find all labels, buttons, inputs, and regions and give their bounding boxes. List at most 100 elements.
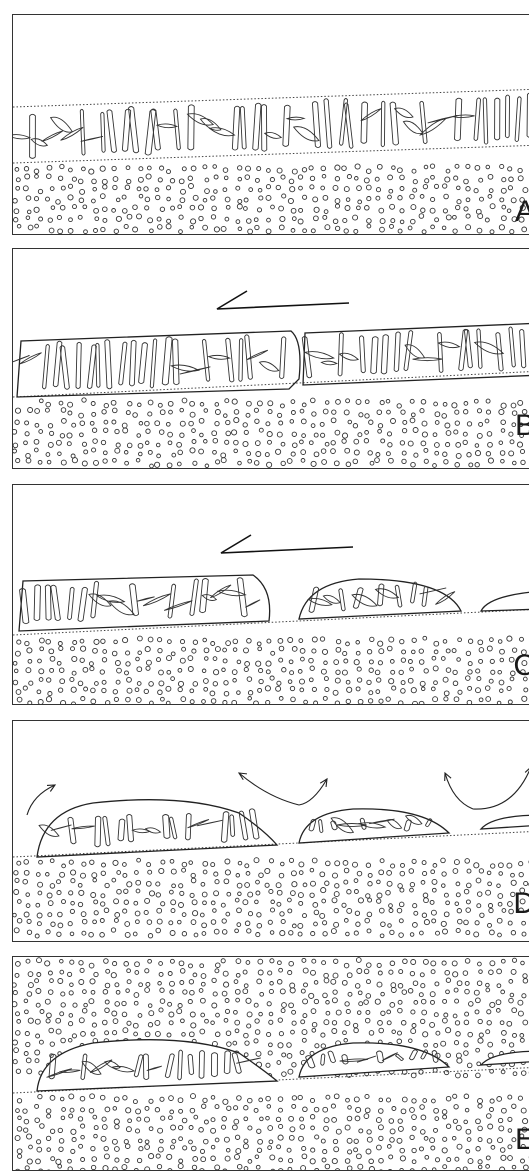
sediment-grain <box>117 889 122 894</box>
column-joint <box>127 814 134 841</box>
sediment-grain <box>364 439 368 443</box>
sediment-grain <box>422 1010 427 1015</box>
sediment-grain <box>179 1137 183 1141</box>
sediment-grain <box>24 999 28 1003</box>
sediment-grain <box>302 1030 307 1035</box>
sediment-grain <box>456 443 461 448</box>
sediment-grain <box>247 1012 252 1017</box>
column-joint <box>344 103 352 148</box>
sediment-grain <box>13 983 16 987</box>
sediment-grain <box>278 639 283 644</box>
sediment-grain <box>13 429 17 434</box>
sediment-grain <box>190 1012 195 1017</box>
sediment-grain <box>507 636 512 641</box>
sediment-grain <box>212 978 216 982</box>
sediment-grain <box>70 677 74 681</box>
sediment-grain <box>298 175 302 179</box>
sediment-grain <box>342 980 347 985</box>
sediment-grain <box>106 701 110 705</box>
sediment-grain <box>375 458 380 463</box>
sediment-grain <box>268 401 273 406</box>
sediment-grain <box>375 999 380 1004</box>
sediment-grain <box>486 165 490 169</box>
sediment-grain <box>433 1068 437 1072</box>
sediment-grain <box>321 1033 325 1037</box>
sediment-grain <box>479 698 483 702</box>
sediment-grain <box>356 399 361 404</box>
sediment-grain <box>17 697 22 702</box>
sediment-grain <box>357 1154 362 1159</box>
sediment-grain <box>424 165 428 169</box>
sediment-grain <box>344 229 348 233</box>
sediment-grain <box>487 1114 492 1119</box>
sediment-grain <box>256 452 261 457</box>
column-joint <box>259 362 278 372</box>
sediment-grain <box>433 433 437 437</box>
sediment-grain <box>80 658 84 662</box>
sediment-grain <box>479 970 483 974</box>
sediment-grain <box>225 197 230 202</box>
sediment-grain <box>475 921 479 925</box>
sediment-grain <box>222 1117 227 1122</box>
sediment-grain <box>323 921 327 925</box>
sediment-grain <box>170 981 175 986</box>
sediment-grain <box>499 409 504 414</box>
sediment-grain <box>112 166 116 170</box>
sediment-grain <box>358 433 362 437</box>
sediment-grain <box>254 858 259 863</box>
sediment-grain <box>123 428 128 433</box>
sediment-grain <box>402 650 406 654</box>
column-joint <box>319 820 323 833</box>
sediment-grain <box>277 1061 281 1065</box>
sediment-grain <box>488 923 492 927</box>
sediment-grain <box>133 1023 138 1028</box>
sediment-grain <box>420 681 425 686</box>
sediment-grain <box>34 197 38 201</box>
sediment-grain <box>497 884 501 888</box>
sediment-grain <box>321 669 326 674</box>
sediment-grain <box>324 677 328 681</box>
sediment-grain <box>266 195 271 200</box>
sediment-grain <box>478 1160 482 1164</box>
sediment-grain <box>435 982 439 986</box>
sediment-grain <box>216 1013 220 1017</box>
sediment-grain <box>232 670 237 675</box>
sediment-grain <box>159 868 164 873</box>
sediment-grain <box>233 648 237 652</box>
sediment-grain <box>245 175 250 180</box>
sediment-grain <box>477 677 481 681</box>
sediment-grain <box>191 166 196 171</box>
sediment-grain <box>420 1105 425 1110</box>
column-joint <box>143 594 170 606</box>
sediment-grain <box>46 639 51 644</box>
sediment-grain <box>265 883 269 887</box>
sediment-grain <box>58 923 63 928</box>
sediment-grain <box>215 1138 219 1142</box>
sediment-grain <box>299 1136 304 1141</box>
sediment-grain <box>103 1166 108 1171</box>
sediment-grain <box>81 1108 85 1112</box>
sediment-grain <box>201 1013 205 1017</box>
sediment-grain <box>244 1139 248 1143</box>
sediment-grain <box>463 440 467 444</box>
sediment-grain <box>100 670 104 674</box>
sediment-grain <box>103 1020 108 1025</box>
sediment-grain <box>419 701 424 705</box>
sediment-grain <box>159 1008 163 1012</box>
sediment-grain <box>410 418 415 423</box>
sediment-grain <box>358 1164 363 1169</box>
sediment-grain <box>148 637 153 642</box>
sediment-grain <box>135 1129 139 1133</box>
sediment-grain <box>38 659 42 663</box>
sediment-grain <box>291 208 296 213</box>
sediment-grain <box>498 1138 503 1143</box>
sediment-grain <box>13 680 18 685</box>
sediment-grain <box>254 1039 258 1043</box>
sediment-grain <box>375 177 379 181</box>
sediment-grain <box>269 889 273 893</box>
sediment-grain <box>278 1018 282 1022</box>
sediment-grain <box>390 204 395 209</box>
sediment-grain <box>398 1126 403 1131</box>
sediment-grain <box>203 225 208 230</box>
sediment-grain <box>302 434 306 438</box>
